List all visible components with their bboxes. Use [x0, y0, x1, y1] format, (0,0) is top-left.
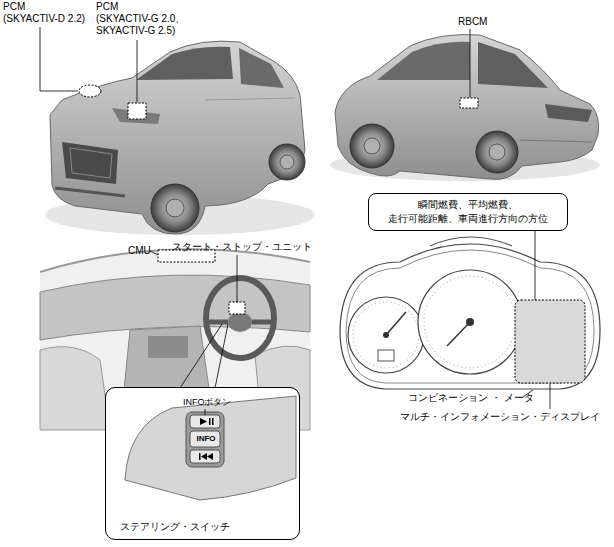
text-line: PCM: [96, 1, 118, 13]
leader-line: [470, 29, 471, 97]
callout-text: 瞬間燃費、平均燃費、 走行可能距離、車両進行方向の方位: [376, 198, 560, 226]
text-line: (SKYACTIV-G 2.0、: [96, 13, 185, 25]
leader-line: [150, 251, 158, 255]
rear-car: [330, 34, 600, 181]
text-line: 瞬間燃費、平均燃費、: [418, 198, 518, 212]
part-label: RBCM: [458, 16, 487, 28]
part-label: スタート・ストップ・ユニット: [172, 241, 312, 253]
leader-line: [237, 255, 238, 302]
combination-meter: [340, 237, 600, 389]
leader-line: [137, 40, 138, 102]
leader-line: [535, 230, 536, 300]
part-label: CMU: [128, 245, 151, 257]
inset-title: ステアリング・スイッチ: [120, 521, 230, 533]
steering-switch: [106, 388, 299, 539]
leader-line: [180, 324, 222, 388]
callout-box: 瞬間燃費、平均燃費、 走行可能距離、車両進行方向の方位: [368, 193, 568, 231]
text-line: (SKYACTIV-D 2.2): [3, 13, 85, 25]
leader-line: [550, 384, 551, 409]
part-label: コンビネーション ・ メータ: [408, 392, 534, 404]
text-line: PCM: [3, 1, 25, 13]
button-text: INFO: [196, 434, 215, 444]
text-line: 走行可能距離、車両進行方向の方位: [388, 212, 548, 226]
part-label: PCM (SKYACTIV-G 2.0、 SKYACTIV-G 2.5): [96, 1, 185, 37]
leader-line: [40, 27, 78, 91]
part-label: マルチ・インフォメーション・ディスプレイ: [400, 411, 600, 423]
inset-box: INFOボタン INFO ステアリング・スイッチ: [105, 387, 300, 540]
button-label: INFOボタン: [183, 397, 232, 408]
leader-line: [215, 324, 228, 388]
part-label: PCM (SKYACTIV-D 2.2): [3, 1, 85, 25]
front-car: [45, 41, 315, 235]
text-line: SKYACTIV-G 2.5): [96, 25, 175, 37]
